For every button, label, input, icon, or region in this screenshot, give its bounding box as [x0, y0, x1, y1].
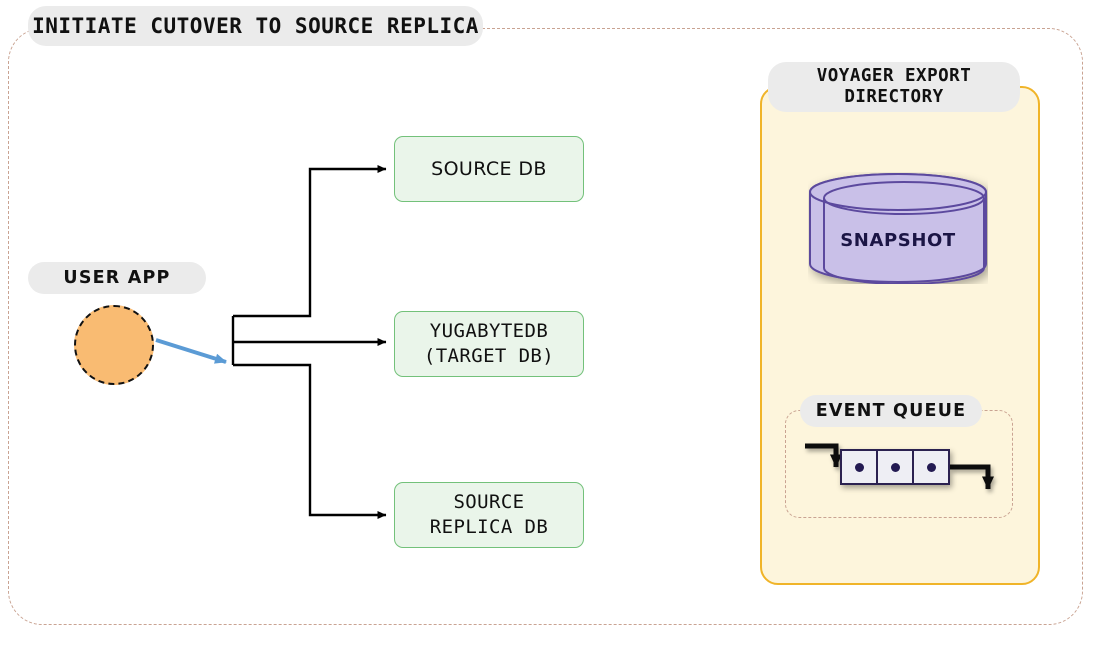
event-queue-cells [840, 449, 950, 485]
queue-event-dot-icon [854, 462, 864, 472]
source-replica-label-line2: REPLICA DB [429, 516, 549, 538]
voyager-export-directory-panel [760, 86, 1040, 585]
queue-cell [840, 449, 878, 485]
source-db-node: SOURCE DB [394, 136, 584, 202]
source-db-label-line1: SOURCE DB [431, 157, 547, 180]
yugabytedb-target-node: YUGABYTEDB (TARGET DB) [394, 311, 584, 377]
user-app-node [74, 305, 154, 385]
voyager-export-directory-label: VOYAGER EXPORT DIRECTORY [768, 62, 1020, 112]
voyager-label-line1: VOYAGER EXPORT [816, 66, 972, 86]
queue-cell [876, 449, 914, 485]
snapshot-cylinder-shape [809, 173, 987, 285]
queue-event-dot-icon [926, 462, 936, 472]
yugabytedb-label-line1: YUGABYTEDB [429, 320, 549, 342]
snapshot-cylinder: SNAPSHOT [808, 172, 988, 285]
diagram-title-badge: INITIATE CUTOVER TO SOURCE REPLICA [28, 6, 483, 46]
user-app-label: USER APP [28, 262, 206, 294]
source-replica-label-line1: SOURCE [453, 491, 525, 513]
queue-cell [912, 449, 950, 485]
yugabytedb-label-line2: (TARGET DB) [423, 345, 555, 367]
event-queue-label-text: EVENT QUEUE [815, 401, 967, 421]
diagram-title: INITIATE CUTOVER TO SOURCE REPLICA [32, 14, 479, 38]
voyager-label-line2: DIRECTORY [844, 87, 944, 107]
diagram-outer-frame [8, 28, 1083, 625]
user-app-label-text: USER APP [63, 268, 171, 288]
source-replica-db-node: SOURCE REPLICA DB [394, 482, 584, 548]
event-queue-label: EVENT QUEUE [800, 395, 982, 427]
queue-event-dot-icon [890, 462, 900, 472]
